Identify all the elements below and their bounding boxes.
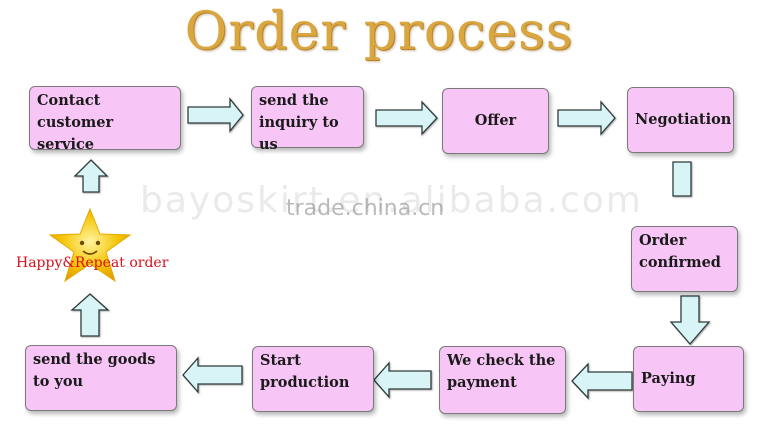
arrow-left-icon <box>571 362 633 400</box>
step-offer: Offer <box>442 88 549 154</box>
step-send-inquiry: send the inquiry to us <box>251 86 364 153</box>
arrow-right-icon <box>187 97 244 133</box>
faint-watermark: bayoskirt.en.alibaba.com <box>140 180 643 221</box>
arrow-right-icon <box>375 100 438 136</box>
step-send-goods: send the goods to you <box>25 345 177 411</box>
arrow-down-icon <box>669 295 711 345</box>
arrow-left-icon <box>182 356 243 394</box>
step-start-production: Start production <box>252 346 374 412</box>
page-title: Order process <box>184 2 574 62</box>
step-negotiation: Negotiation <box>627 87 734 153</box>
arrow-up-icon <box>70 293 110 337</box>
arrow-up-icon <box>73 159 109 193</box>
happy-repeat-order-label: Happy&Repeat order <box>16 255 169 271</box>
watermark: trade.china.cn <box>286 196 445 221</box>
step-contact-customer-service: Contact customer service <box>29 86 181 153</box>
step-paying: Paying <box>633 346 744 412</box>
arrow-down-icon <box>672 161 692 197</box>
arrow-left-icon <box>373 361 432 399</box>
smiling-star-icon <box>48 207 132 283</box>
arrow-right-icon <box>557 100 616 136</box>
step-check-payment: We check the payment <box>439 346 566 414</box>
step-order-confirmed: Order confirmed <box>631 226 738 292</box>
